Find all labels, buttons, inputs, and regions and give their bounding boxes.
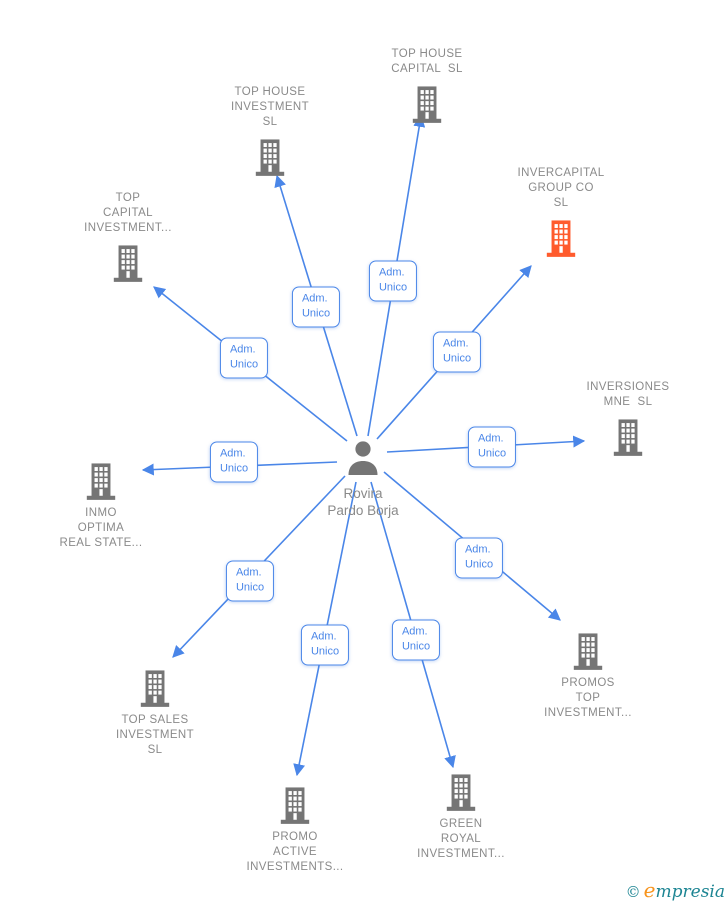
building-icon-top-house-investment-sl[interactable]: [251, 136, 289, 177]
empresia-logo: ©empresia: [626, 878, 725, 902]
building-icon-green-royal-investment[interactable]: [442, 771, 480, 812]
empresia-logo-text: mpresia: [655, 882, 726, 902]
building-icon-top-house-capital-sl[interactable]: [408, 83, 446, 124]
relationship-badge-adm-unico-green-royal-investment[interactable]: Adm.Unico: [391, 619, 441, 661]
relationship-badge-adm-unico-inversiones-mne-sl[interactable]: Adm.Unico: [467, 426, 517, 468]
building-icon-promos-top-investment[interactable]: [569, 630, 607, 671]
relationship-badge-adm-unico-invercapital-group-co-sl[interactable]: Adm.Unico: [432, 331, 482, 373]
building-icon-inmo-optima-real-state[interactable]: [82, 460, 120, 501]
building-icon-inversiones-mne-sl[interactable]: [609, 416, 647, 457]
building-icon-top-capital-investment[interactable]: [109, 242, 147, 283]
relationship-badge-adm-unico-top-sales-investment-sl[interactable]: Adm.Unico: [225, 560, 275, 602]
relationship-badge-adm-unico-top-house-capital-sl[interactable]: Adm.Unico: [368, 260, 418, 302]
person-icon-rovira-pardo-borja[interactable]: [339, 437, 387, 483]
building-icon-invercapital-group-co-sl[interactable]: [542, 217, 580, 258]
relationship-badge-adm-unico-top-house-investment-sl[interactable]: Adm.Unico: [291, 286, 341, 328]
copyright-icon: ©: [625, 883, 641, 901]
empresia-logo-letter: e: [643, 878, 656, 902]
relationship-badge-adm-unico-inmo-optima-real-state[interactable]: Adm.Unico: [209, 441, 259, 483]
building-icon-top-sales-investment-sl[interactable]: [136, 667, 174, 708]
relationship-badge-adm-unico-promos-top-investment[interactable]: Adm.Unico: [454, 537, 504, 579]
relationship-badge-adm-unico-top-capital-investment[interactable]: Adm.Unico: [219, 337, 269, 379]
relationship-badge-adm-unico-promo-active-investments[interactable]: Adm.Unico: [300, 624, 350, 666]
building-icon-promo-active-investments[interactable]: [276, 784, 314, 825]
